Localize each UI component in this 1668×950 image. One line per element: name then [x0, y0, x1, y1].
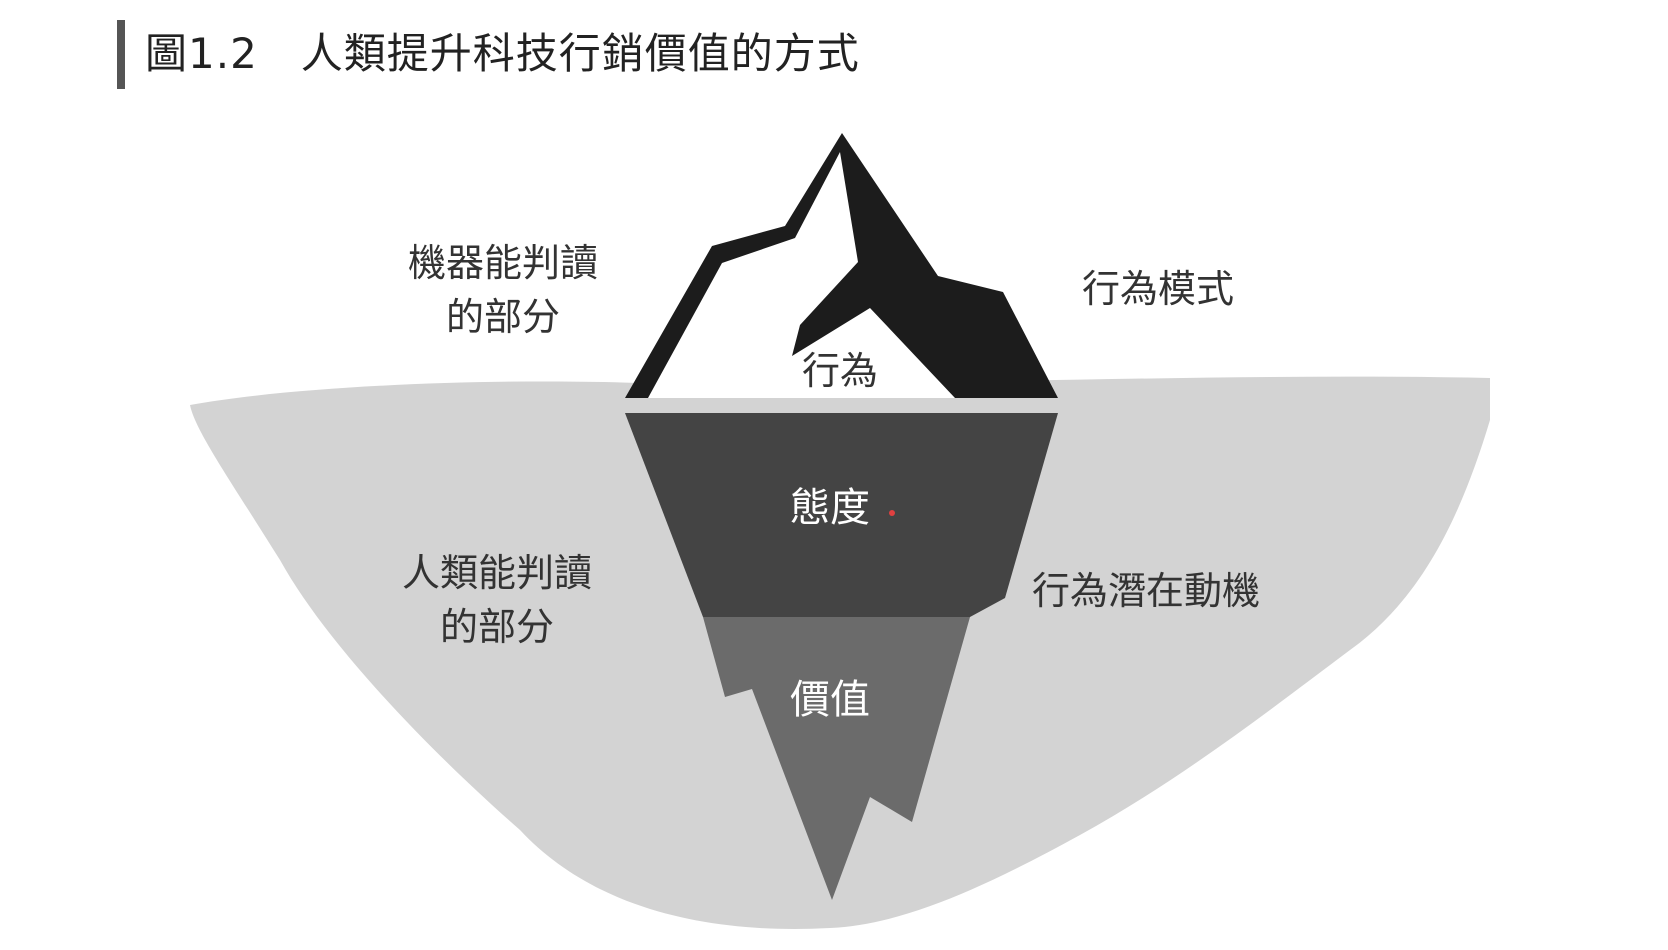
accent-dot — [889, 510, 895, 516]
label-human-readable-line1: 人類能判讀 — [402, 551, 593, 595]
label-machine-readable-line2: 的部分 — [446, 295, 561, 339]
label-latent-motive: 行為潛在動機 — [1032, 569, 1261, 613]
label-machine-readable-line1: 機器能判讀 — [408, 241, 599, 285]
label-human-readable: 人類能判讀 的部分 — [402, 546, 592, 654]
label-attitude: 態度 — [790, 485, 870, 531]
label-human-readable-line2: 的部分 — [440, 605, 555, 649]
value-layer — [703, 617, 970, 900]
figure-title: 圖1.2 人類提升科技行銷價值的方式 — [145, 29, 860, 78]
label-machine-readable: 機器能判讀 的部分 — [408, 236, 598, 344]
label-behavior-pattern: 行為模式 — [1082, 267, 1235, 311]
title-accent-bar — [117, 20, 125, 89]
attitude-layer — [625, 413, 1058, 617]
label-behavior: 行為 — [802, 349, 879, 393]
label-value: 價值 — [790, 677, 870, 723]
iceberg-tip-highlight — [648, 152, 955, 398]
